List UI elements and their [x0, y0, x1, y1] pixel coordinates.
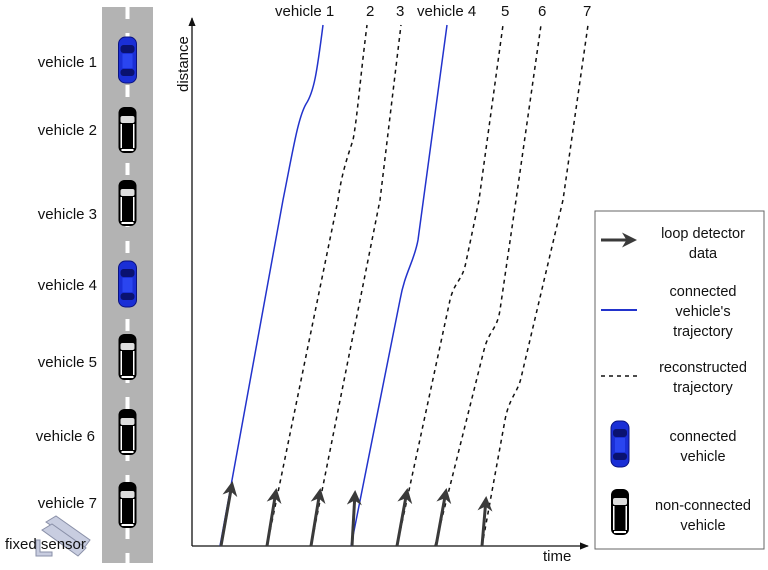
road-label: vehicle 3: [38, 206, 97, 223]
fixed-sensor-icon: [35, 515, 91, 557]
trajectory-label: vehicle 1: [275, 3, 334, 20]
legend-label: non-connected: [655, 498, 751, 514]
x-axis-label: time: [543, 548, 571, 565]
reconstructed-trajectory-6: [434, 24, 542, 547]
loop-detector-arrow: [434, 488, 452, 547]
legend: loop detector data connected vehicle's t…: [594, 210, 765, 550]
non-connected-car-icon: [118, 107, 137, 153]
loop-detector-arrow: [346, 490, 362, 547]
loop-detector-arrow: [395, 488, 413, 547]
legend-label: vehicle: [680, 449, 725, 465]
reconstructed-trajectory-3: [310, 24, 402, 547]
legend-label: reconstructed: [659, 360, 747, 376]
road-label: vehicle 4: [38, 277, 97, 294]
non-connected-car-icon: [118, 409, 137, 455]
loop-detector-arrow: [265, 488, 282, 547]
loop-detector-arrow: [477, 496, 493, 547]
non-connected-car-icon: [118, 482, 137, 528]
reconstructed-trajectory-7: [481, 24, 589, 547]
trajectory-label: vehicle 4: [417, 3, 476, 20]
road-label: vehicle 7: [38, 495, 97, 512]
trajectory-label: 6: [538, 3, 546, 20]
connected-trajectory-4: [350, 24, 448, 547]
legend-label: vehicle: [680, 518, 725, 534]
non-connected-car-icon: [611, 489, 629, 535]
road-label: vehicle 5: [38, 354, 97, 371]
non-connected-car-icon: [118, 334, 137, 380]
reconstructed-trajectory-2: [266, 24, 368, 547]
road-label: vehicle 2: [38, 122, 97, 139]
legend-label: loop detector: [661, 226, 745, 242]
legend-label: connected: [670, 284, 737, 300]
loop-detector-arrow: [309, 488, 326, 547]
legend-label: vehicle's: [675, 304, 730, 320]
trajectory-label: 2: [366, 3, 374, 20]
legend-label: data: [689, 246, 718, 262]
trajectory-label: 3: [396, 3, 404, 20]
road-label: vehicle 6: [36, 428, 95, 445]
y-axis-label: distance: [175, 36, 192, 92]
connected-car-icon: [610, 420, 630, 468]
loop-detector-arrow: [219, 481, 238, 547]
legend-label: trajectory: [673, 324, 733, 340]
road-label: vehicle 1: [38, 54, 97, 71]
reconstructed-trajectory-5: [396, 24, 504, 547]
trajectory-label: 7: [583, 3, 591, 20]
legend-label: trajectory: [673, 380, 733, 396]
sensor-label: fixed sensor: [5, 536, 86, 553]
trajectory-label: 5: [501, 3, 509, 20]
non-connected-car-icon: [118, 180, 137, 226]
connected-car-icon: [117, 260, 138, 308]
connected-trajectory-1: [219, 24, 324, 547]
legend-label: connected: [670, 429, 737, 445]
connected-car-icon: [117, 36, 138, 84]
